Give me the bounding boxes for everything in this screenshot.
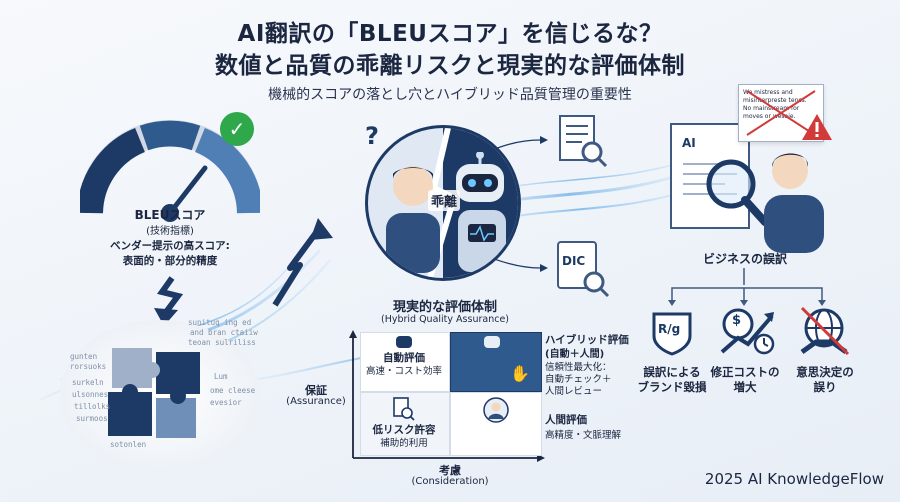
auto-title: 自動評価 (383, 352, 425, 364)
puzzle-word: surmoos (76, 414, 108, 423)
note-line: We mistress and (743, 89, 793, 96)
y-axis-label-en: (Assurance) (286, 396, 346, 407)
puzzle-word: tillolks (74, 402, 111, 411)
document-check-icon (393, 397, 415, 421)
human-reviewer-icon (483, 397, 509, 423)
risk-decision-line1: 意思決定の (796, 365, 854, 379)
low-risk-title: 低リスク許容 (372, 424, 436, 436)
dictionary-search-icon (557, 241, 610, 298)
hybrid-sub: (自動＋人間) (545, 349, 605, 360)
y-axis-label: 保証 (305, 384, 327, 397)
document-search-icon (559, 115, 608, 168)
x-axis-label-en: (Consideration) (411, 476, 489, 487)
page-title-line1: AI翻訳の「BLEUスコア」を信じるな？ (237, 21, 663, 47)
robot-small-icon (396, 336, 412, 348)
cost-increase-icon (720, 308, 775, 355)
vendor-line2: 表面的・部分的精度 (122, 255, 218, 267)
puzzle-cloud (60, 320, 260, 470)
puzzle-word: and bran ctaiiw (190, 328, 258, 337)
low-risk-sub: 補助的利用 (380, 438, 428, 449)
hybrid-desc2: 自動チェック＋ (545, 374, 612, 385)
note-line: misinterpreste tencs. (743, 97, 807, 104)
gauge-label: BLEUスコア (134, 208, 206, 222)
puzzle-word: surkeln (72, 378, 104, 387)
auto-sub: 高速・コスト効率 (365, 366, 442, 377)
robot-small-icon-hybrid (484, 336, 500, 348)
x-axis-label: 考慮 (439, 464, 461, 477)
ai-document-icon (670, 123, 769, 229)
cross-out-icon (746, 90, 816, 136)
matrix-axes (349, 330, 545, 462)
ai-doc-label: AI (682, 136, 696, 150)
hand-icon: ✋ (510, 364, 530, 383)
hybrid-title: ハイブリッド評価 (545, 334, 629, 346)
hybrid-desc1: 信頼性最大化： (545, 362, 612, 373)
risk-decision-line2: 誤り (813, 380, 837, 394)
risk-brand-line1: 誤訳による (643, 365, 701, 379)
brand-icon-text: R/g (658, 322, 681, 336)
puzzle-word: evesior (210, 398, 242, 407)
business-label: ビジネスの誤訳 (702, 252, 787, 266)
human-sub: 高精度・文脈理解 (545, 430, 622, 441)
cost-icon-text: $ (732, 313, 742, 328)
puzzle-word: Lum (214, 372, 228, 381)
puzzle-word: teoan sulriliss (188, 338, 256, 347)
risk-cost-line1: 修正コストの (710, 365, 780, 379)
matrix-title: 現実的な評価体制 (392, 300, 497, 315)
note-line: moves or wesaie. (743, 113, 796, 120)
puzzle-word: sunituq ing ed (188, 318, 252, 327)
person-icon (386, 166, 440, 273)
check-icon: ✓ (220, 112, 254, 146)
robot-icon (456, 152, 506, 272)
page-title-line2: 数値と品質の乖離リスクと現実的な評価体制 (215, 53, 685, 79)
warning-icon (802, 114, 832, 140)
risk-brand-line2: ブランド毀損 (637, 380, 707, 394)
puzzle-word: gunten (70, 352, 98, 361)
human-title: 人間評価 (545, 414, 587, 426)
gap-label: 乖離 (428, 190, 461, 211)
decision-error-icon (800, 306, 850, 356)
footer-brand: 2025 AI KnowledgeFlow (704, 470, 884, 488)
puzzle-word: rorsuoks (70, 362, 107, 371)
puzzle-icon (108, 348, 200, 438)
quadrant-hybrid (450, 332, 542, 392)
dic-label: DIC (562, 254, 586, 268)
matrix-title-en: (Hybrid Quality Assurance) (380, 314, 509, 325)
gauge-sublabel: (技術指標) (146, 226, 194, 237)
puzzle-word: sotonlen (110, 440, 147, 449)
brand-damage-icon (652, 312, 692, 356)
question-mark: ? (365, 122, 379, 150)
bleu-gauge (80, 120, 260, 222)
hybrid-desc3: 人間レビュー (545, 386, 603, 397)
page-subtitle: 機械的スコアの落とし穴とハイブリッド品質管理の重要性 (268, 87, 632, 103)
vendor-line1: ベンダー提示の高スコア: (110, 240, 230, 252)
reviewer-person-icon (764, 153, 824, 253)
risk-cost-line2: 増大 (733, 380, 757, 394)
puzzle-word: ome cleese (210, 386, 256, 395)
puzzle-word: ulsonnes (72, 390, 109, 399)
note-line: No mainstream for (743, 105, 800, 112)
